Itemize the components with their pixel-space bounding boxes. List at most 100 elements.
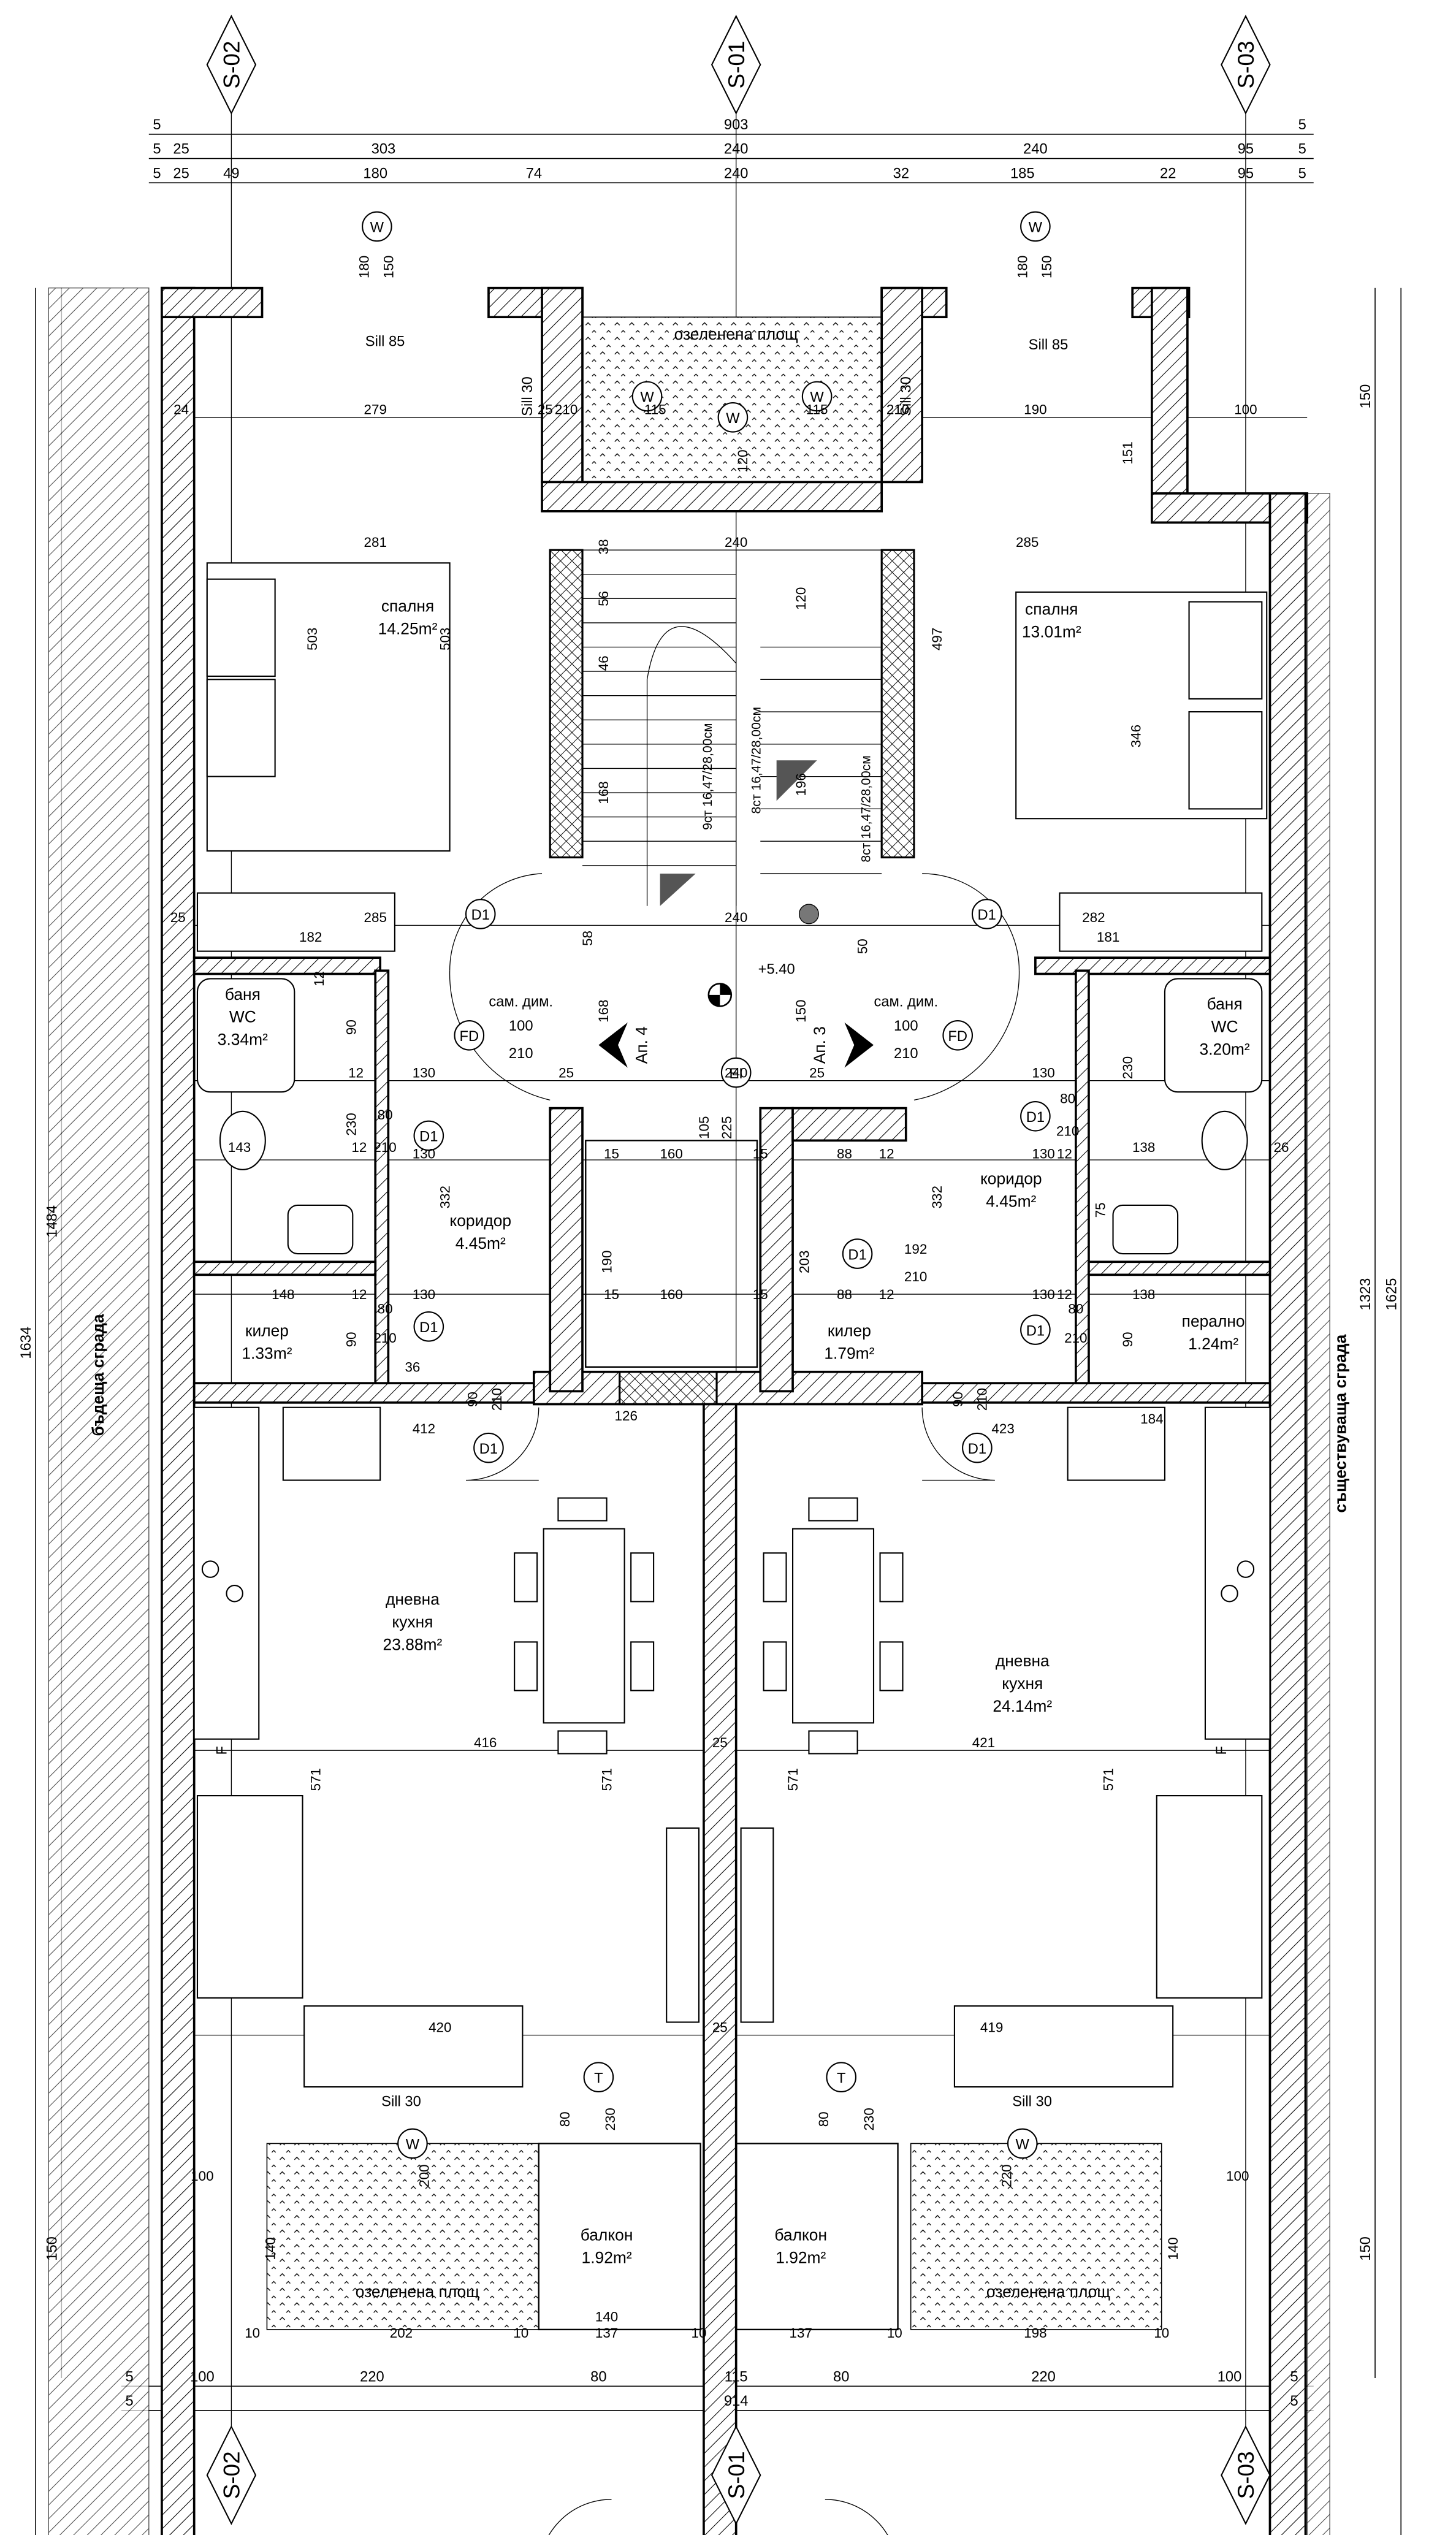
dimension-bottom-1: 80 — [833, 2369, 849, 2385]
dimension-148: 148 — [272, 1287, 294, 1302]
dimension-bottom-1: 100 — [1218, 2369, 1242, 2385]
grid-marker-icon — [711, 15, 761, 115]
dimension-190: 190 — [600, 1251, 615, 1273]
dimension-right: 1323 — [1358, 1278, 1374, 1311]
dimension-210: 210 — [555, 402, 577, 417]
dimension-240: 240 — [725, 910, 747, 925]
dimension-bottom-1: 100 — [190, 2369, 215, 2385]
room-bath-left-name: баня — [225, 985, 261, 1004]
fridge-label: F — [214, 1746, 230, 1755]
dimension-88: 88 — [837, 1287, 852, 1302]
dimension-46: 46 — [596, 655, 611, 671]
room-living-left-area: 23.88m² — [383, 1636, 443, 1654]
dimension-196: 196 — [793, 773, 809, 796]
dimension-281: 281 — [364, 535, 387, 550]
door-height: 210 — [894, 1046, 918, 1062]
dimension-180: 180 — [1015, 256, 1031, 278]
dimension-151: 151 — [1120, 441, 1135, 464]
room-balcony-left-area: 1.92m² — [582, 2249, 632, 2267]
room-closet-left-name: килер — [245, 1322, 289, 1340]
dimension-top-1: 5 — [153, 117, 161, 133]
dimension-bottom-1: 220 — [1031, 2369, 1056, 2385]
dimension-138: 138 — [1132, 1287, 1155, 1302]
dimension-top-2: 5 — [153, 142, 161, 158]
door-tag-d1: D1 — [479, 1441, 498, 1457]
window-tag-w: W — [1016, 2137, 1030, 2153]
room-laundry-area: 1.24m² — [1188, 1335, 1238, 1353]
dimension-210: 210 — [904, 1269, 927, 1284]
sill-label: Sill 30 — [381, 2094, 421, 2110]
dimension-285: 285 — [364, 910, 387, 925]
dimension-210: 210 — [489, 1388, 505, 1411]
door-tag-t: T — [594, 2070, 603, 2086]
door-tag-t: T — [837, 2070, 846, 2086]
neighbor-label-left: бъдеща сграда — [89, 1314, 107, 1436]
sill-label: Sill 85 — [1029, 337, 1069, 353]
dimension-bottom-1: 220 — [360, 2369, 384, 2385]
dimension-15: 15 — [604, 1146, 619, 1161]
dimension-210: 210 — [1064, 1330, 1087, 1346]
dimension-100: 100 — [191, 2168, 213, 2184]
fridge-label: F — [1214, 1746, 1230, 1755]
door-width: 100 — [894, 1018, 918, 1034]
dimension-115: 115 — [806, 402, 828, 417]
room-laundry-name: перално — [1182, 1312, 1245, 1330]
dimension-497: 497 — [929, 628, 945, 650]
dimension-88: 88 — [837, 1146, 852, 1161]
dimension-26: 26 — [1274, 1140, 1289, 1155]
room-closet-left-area: 1.33m² — [242, 1344, 292, 1363]
dimension-130: 130 — [413, 1146, 435, 1161]
door-height: 210 — [509, 1046, 533, 1062]
window-tag-w-icon — [801, 381, 833, 412]
dimension-332: 332 — [438, 1186, 453, 1208]
dimension-10: 10 — [692, 2325, 707, 2341]
smoke-door-label: сам. дим. — [489, 994, 553, 1010]
dimension-90: 90 — [344, 1332, 359, 1347]
dimension-left: 150 — [44, 2236, 60, 2261]
furniture — [193, 562, 1271, 2088]
dimension-right: 1625 — [1384, 1278, 1400, 1311]
door-tag-d1: D1 — [419, 1129, 438, 1145]
dimension-230: 230 — [344, 1113, 359, 1135]
room-bath-right-area: 3.20m² — [1200, 1040, 1250, 1058]
dimension-140: 140 — [1165, 2237, 1181, 2260]
door-tag-fd-icon — [942, 1020, 974, 1051]
dimension-210: 210 — [373, 1140, 396, 1155]
dimension-12: 12 — [1057, 1146, 1072, 1161]
grid-marker-icon — [206, 2425, 257, 2525]
door-tag-d1-icon — [962, 1432, 993, 1463]
door-tag-fd: FD — [459, 1029, 479, 1045]
dimension-25: 25 — [809, 1065, 825, 1080]
door-tag-ei-icon — [720, 1057, 752, 1088]
room-corridor-left-name: коридор — [449, 1211, 511, 1230]
green-area-label: озеленена площ — [674, 325, 798, 343]
dimension-240: 240 — [725, 1065, 747, 1080]
dimension-210: 210 — [975, 1388, 990, 1411]
dimension-80: 80 — [816, 2111, 831, 2127]
window-tag-w: W — [726, 411, 740, 427]
dimension-top-3: 240 — [724, 166, 749, 181]
dimension-90: 90 — [950, 1392, 966, 1407]
staircase — [582, 549, 882, 924]
dimension-332: 332 — [929, 1186, 945, 1208]
dimension-105: 105 — [696, 1116, 712, 1139]
door-tag-fd-icon — [454, 1020, 485, 1051]
dimension-160: 160 — [660, 1287, 682, 1302]
room-bedroom-right-area: 13.01m² — [1022, 623, 1081, 641]
dimension-571: 571 — [1101, 1768, 1116, 1791]
dimension-58: 58 — [580, 931, 595, 946]
dimension-143: 143 — [228, 1140, 251, 1155]
door-width: 100 — [509, 1018, 533, 1034]
door-tag-ei: EI — [729, 1066, 742, 1082]
dimension-top-3: 95 — [1238, 166, 1254, 181]
dimension-416: 416 — [474, 1735, 497, 1750]
grid-marker-label: S-01 — [724, 2451, 749, 2499]
dimension-282: 282 — [1082, 910, 1105, 925]
dimension-150: 150 — [793, 1000, 809, 1023]
level-marker-icon — [707, 983, 733, 1007]
dimension-192: 192 — [904, 1241, 927, 1257]
dimension-90: 90 — [465, 1392, 480, 1407]
window-tag-w-icon — [1020, 211, 1051, 242]
